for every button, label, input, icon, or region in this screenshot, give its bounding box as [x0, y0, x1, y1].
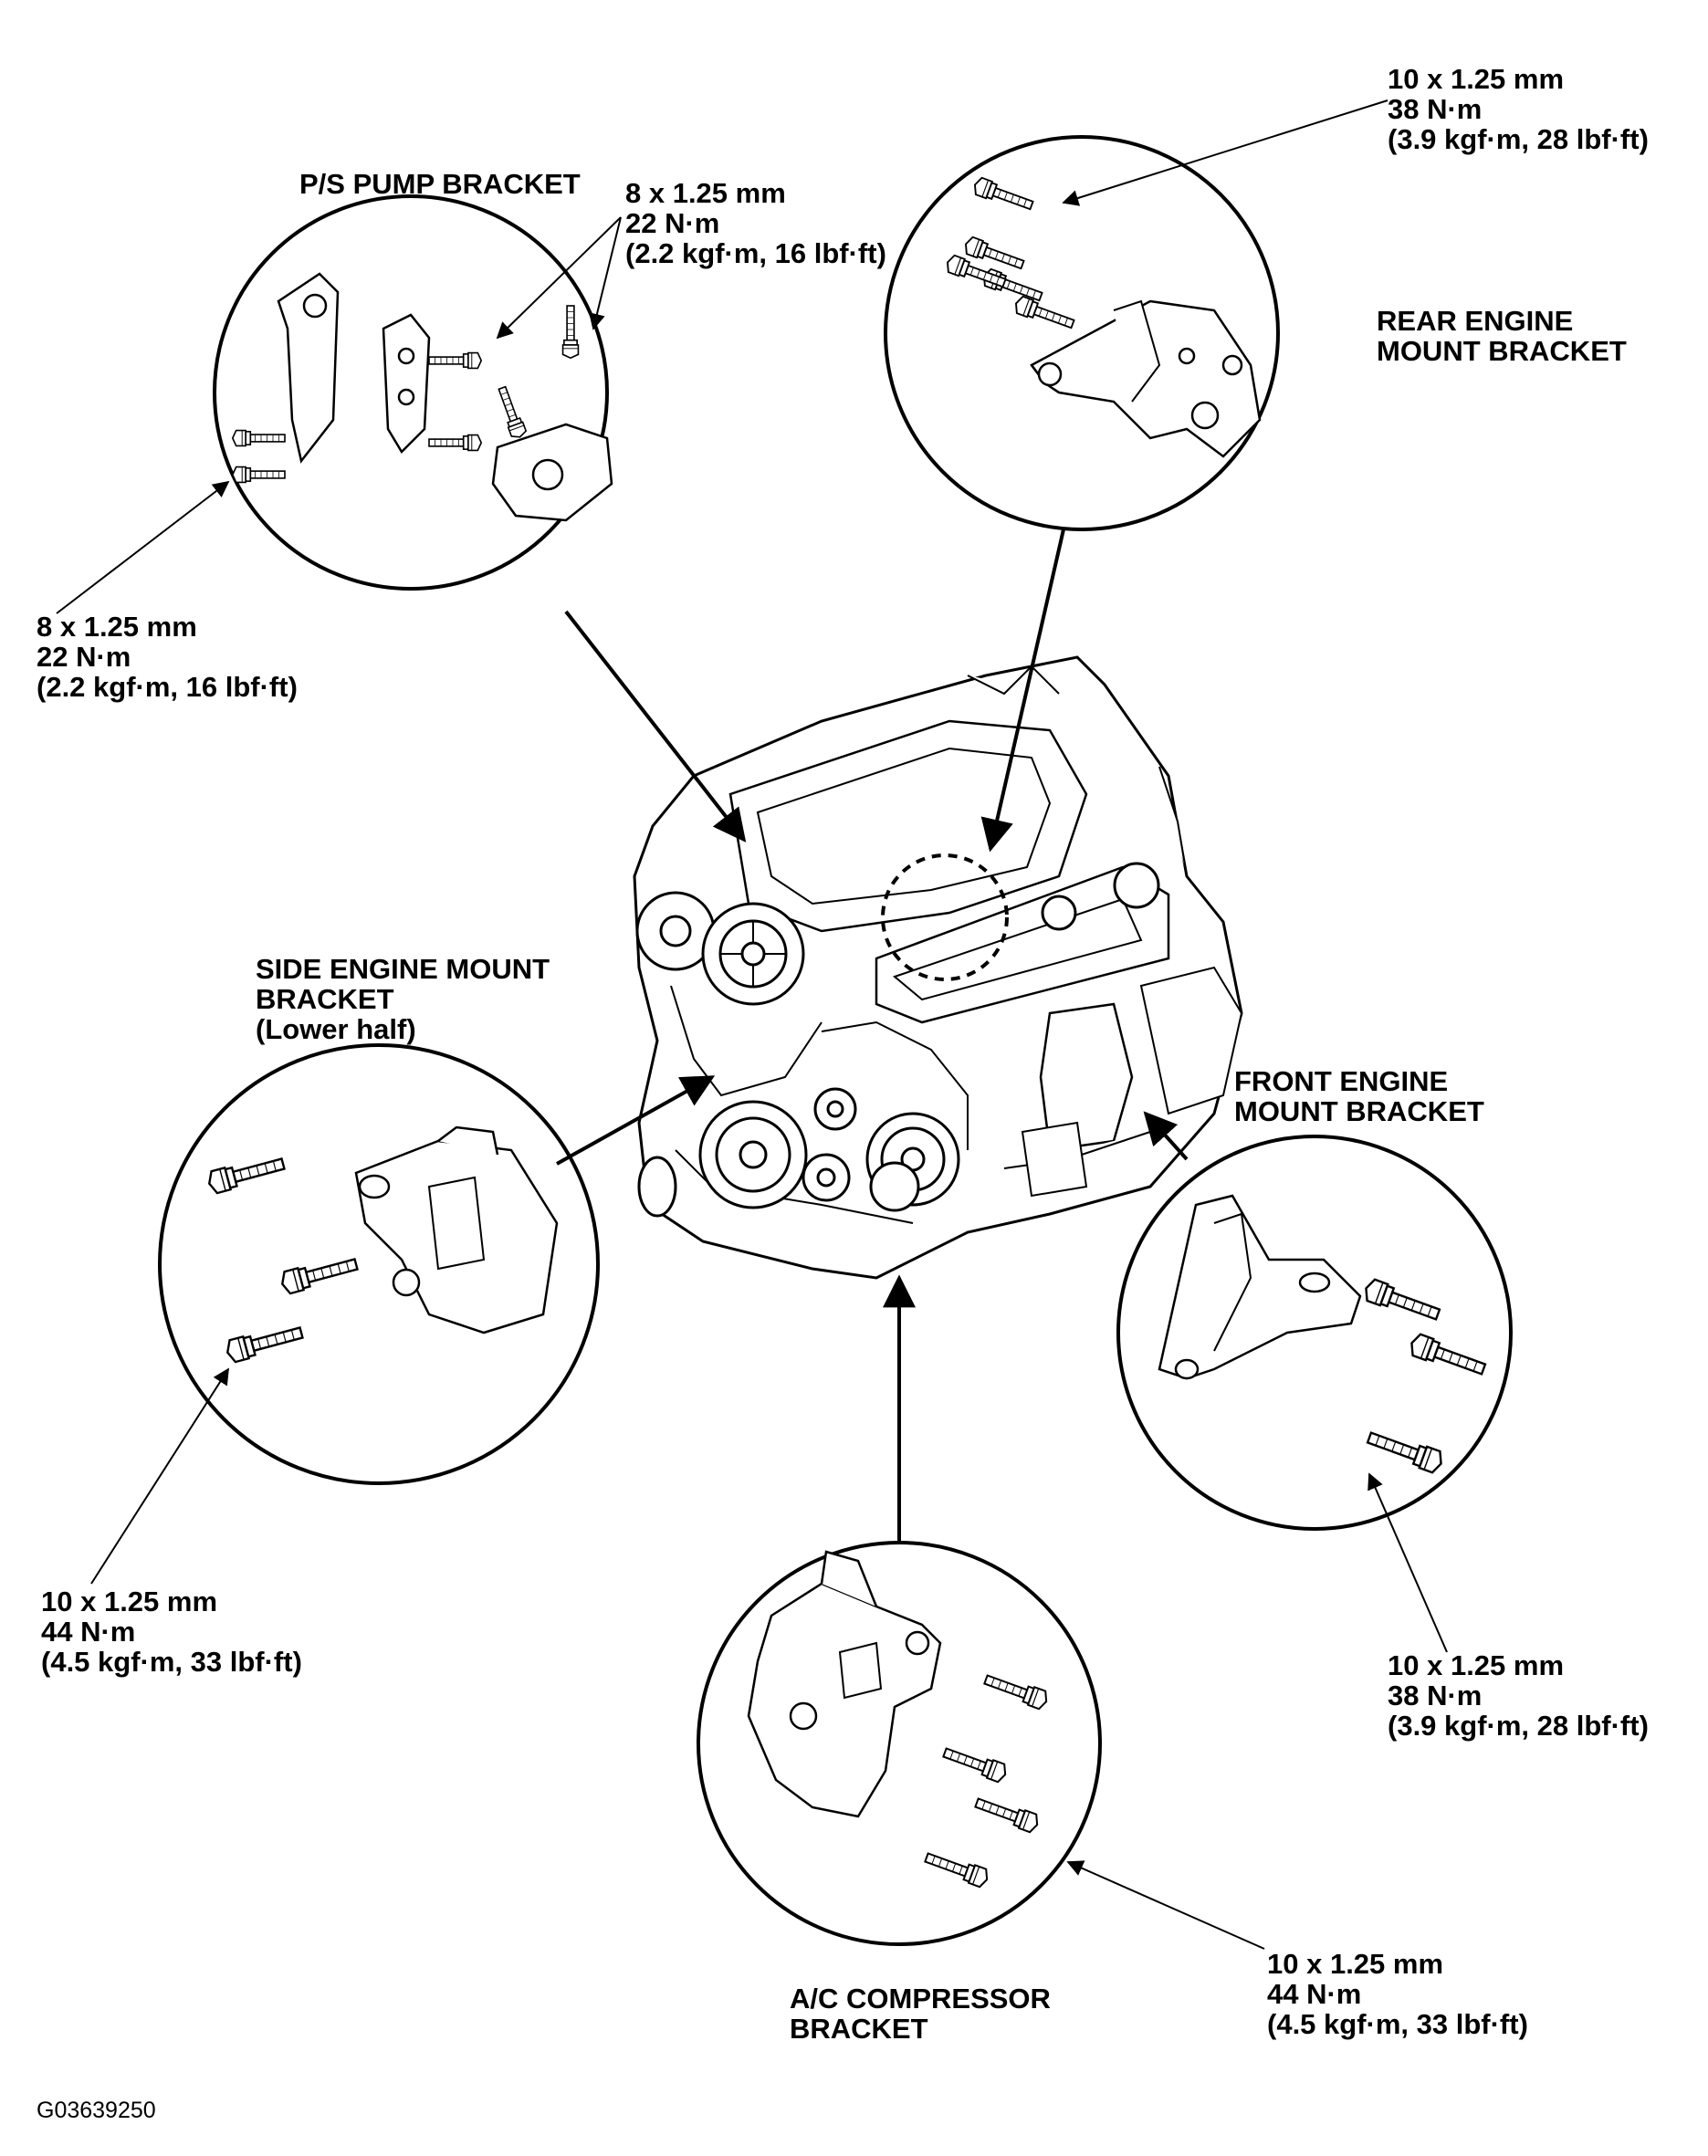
ac-compressor-bracket-detail [697, 1541, 1102, 1946]
front-engine-mount-bracket-label: FRONT ENGINE MOUNT BRACKET [1234, 1065, 1484, 1127]
front-mount-bracket-parts [1158, 1194, 1489, 1476]
engine-assembly [633, 655, 1243, 1280]
ps-bolt-spec-leader-2 [589, 216, 622, 330]
ps-pump-left-bolt-spec: 8 x 1.25 mm 22 N·m (2.2 kgf·m, 16 lbf·ft… [37, 611, 298, 703]
front-bolt-spec-leader [1367, 1472, 1448, 1653]
front-mount-bolt-spec: 10 x 1.25 mm 38 N·m (3.9 kgf·m, 28 lbf·f… [1388, 1649, 1649, 1742]
side-engine-mount-bracket-label: SIDE ENGINE MOUNT BRACKET (Lower half) [256, 953, 550, 1045]
front-bracket-leader [1143, 1111, 1189, 1161]
side-mount-bolt-spec: 10 x 1.25 mm 44 N·m (4.5 kgf·m, 33 lbf·f… [41, 1586, 302, 1678]
rear-mount-bracket-detail [884, 135, 1280, 531]
ps-bolt-spec-leader-1 [496, 216, 622, 340]
side-bolt-spec-leader [90, 1367, 229, 1585]
ps-bracket-leader [564, 610, 747, 843]
ac-bracket-bolt-spec: 10 x 1.25 mm 44 N·m (4.5 kgf·m, 33 lbf·f… [1267, 1948, 1528, 2040]
ps-left-bolt-spec-leader [56, 480, 230, 614]
rear-mount-bolt-spec: 10 x 1.25 mm 38 N·m (3.9 kgf·m, 28 lbf·f… [1388, 63, 1649, 155]
ac-compressor-bracket-parts [747, 1550, 1051, 1889]
ac-bolt-spec-leader [1066, 1860, 1265, 1950]
ps-pump-bracket-detail [213, 194, 609, 591]
ps-pump-bolt-spec: 8 x 1.25 mm 22 N·m (2.2 kgf·m, 16 lbf·ft… [625, 177, 886, 269]
rear-bolt-spec-leader [1062, 99, 1388, 206]
rear-mount-location-circle [881, 853, 1009, 981]
front-mount-bracket-detail [1116, 1135, 1513, 1531]
ps-pump-bracket-label: P/S PUMP BRACKET [299, 168, 581, 200]
rear-engine-mount-bracket-label: REAR ENGINE MOUNT BRACKET [1377, 305, 1627, 367]
rear-mount-bracket-parts [943, 175, 1262, 458]
figure-code: G03639250 [37, 2098, 156, 2123]
side-mount-bracket-parts [204, 1125, 559, 1365]
side-mount-bracket-detail [158, 1043, 600, 1485]
ac-compressor-bracket-label: A/C COMPRESSOR BRACKET [790, 1983, 1051, 2045]
side-bracket-leader [556, 1075, 716, 1166]
rear-bracket-leader [980, 529, 1065, 853]
ps-pump-bracket-parts [231, 272, 613, 522]
